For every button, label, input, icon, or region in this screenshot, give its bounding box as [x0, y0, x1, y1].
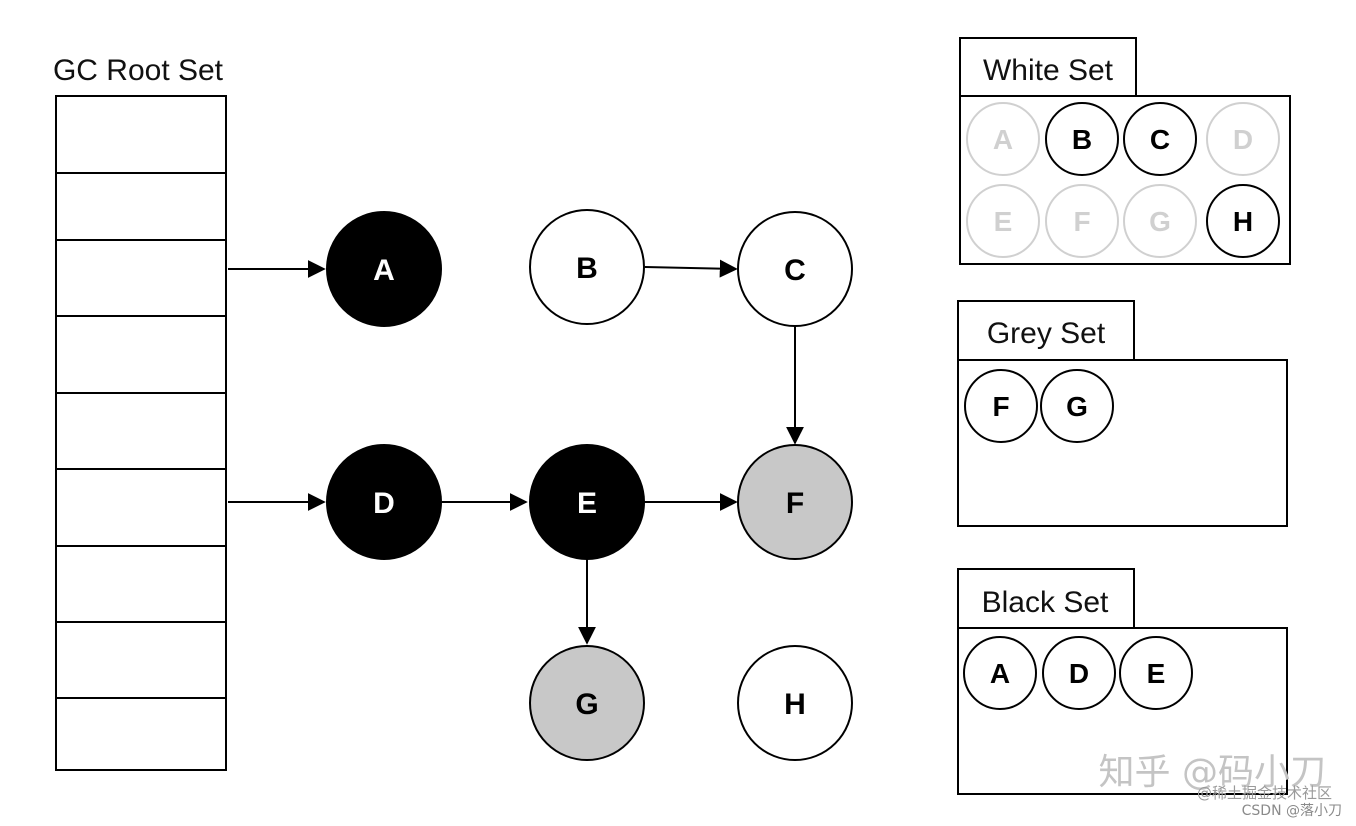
node-D: D	[326, 444, 442, 560]
white-set-member-H: H	[1206, 184, 1280, 258]
white-set-title: White Set	[983, 54, 1114, 87]
grey-set-title: Grey Set	[987, 317, 1106, 350]
svg-text:C: C	[1150, 124, 1170, 155]
grey-set-member-F: F	[964, 369, 1038, 443]
node-G: G	[529, 645, 645, 761]
svg-text:A: A	[993, 124, 1013, 155]
root-set-table	[55, 95, 227, 771]
black-set-member-D: D	[1042, 636, 1116, 710]
svg-text:F: F	[992, 391, 1009, 422]
svg-text:H: H	[1233, 206, 1253, 237]
white-set-member-C: C	[1123, 102, 1197, 176]
white-set-member-A: A	[966, 102, 1040, 176]
svg-text:D: D	[1069, 658, 1089, 689]
node-A: A	[326, 211, 442, 327]
node-F-label: F	[786, 487, 804, 520]
root-set-title: GC Root Set	[53, 54, 224, 87]
watermark: 知乎 @码小刀 @稀土掘金技术社区 CSDN @落小刀	[1099, 752, 1342, 819]
watermark-line2: @稀土掘金技术社区	[1197, 784, 1332, 802]
node-H: H	[737, 645, 853, 761]
node-A-label: A	[373, 254, 395, 287]
watermark-main: 知乎 @码小刀	[1099, 752, 1326, 793]
node-E: E	[529, 444, 645, 560]
black-set-member-E: E	[1119, 636, 1193, 710]
node-H-label: H	[784, 688, 806, 721]
white-set-member-E: E	[966, 184, 1040, 258]
node-F: F	[737, 444, 853, 560]
svg-text:G: G	[1066, 391, 1088, 422]
black-set-panel: Black Set A D E	[957, 568, 1288, 795]
svg-text:E: E	[994, 206, 1013, 237]
node-D-label: D	[373, 487, 395, 520]
white-set-member-G: G	[1123, 184, 1197, 258]
node-G-label: G	[575, 688, 598, 721]
graph-edges	[228, 259, 804, 645]
node-B-label: B	[576, 252, 598, 285]
edge-B-to-C	[644, 259, 738, 278]
graph-nodes: A B C D E F G H	[326, 209, 853, 761]
white-set-member-F: F	[1045, 184, 1119, 258]
node-C: C	[737, 211, 853, 327]
node-E-label: E	[577, 487, 597, 520]
black-set-member-A: A	[963, 636, 1037, 710]
white-set-member-D: D	[1206, 102, 1280, 176]
svg-text:G: G	[1149, 206, 1171, 237]
svg-text:E: E	[1147, 658, 1166, 689]
svg-text:B: B	[1072, 124, 1092, 155]
node-B: B	[529, 209, 645, 325]
grey-set-member-G: G	[1040, 369, 1114, 443]
node-C-label: C	[784, 254, 806, 287]
grey-set-panel: Grey Set F G	[957, 300, 1288, 527]
watermark-line3: CSDN @落小刀	[1242, 803, 1342, 819]
svg-text:A: A	[990, 658, 1010, 689]
white-set-panel: White Set A B C D E	[959, 37, 1291, 265]
svg-text:D: D	[1233, 124, 1253, 155]
svg-text:F: F	[1073, 206, 1090, 237]
black-set-title: Black Set	[982, 586, 1109, 619]
white-set-member-B: B	[1045, 102, 1119, 176]
